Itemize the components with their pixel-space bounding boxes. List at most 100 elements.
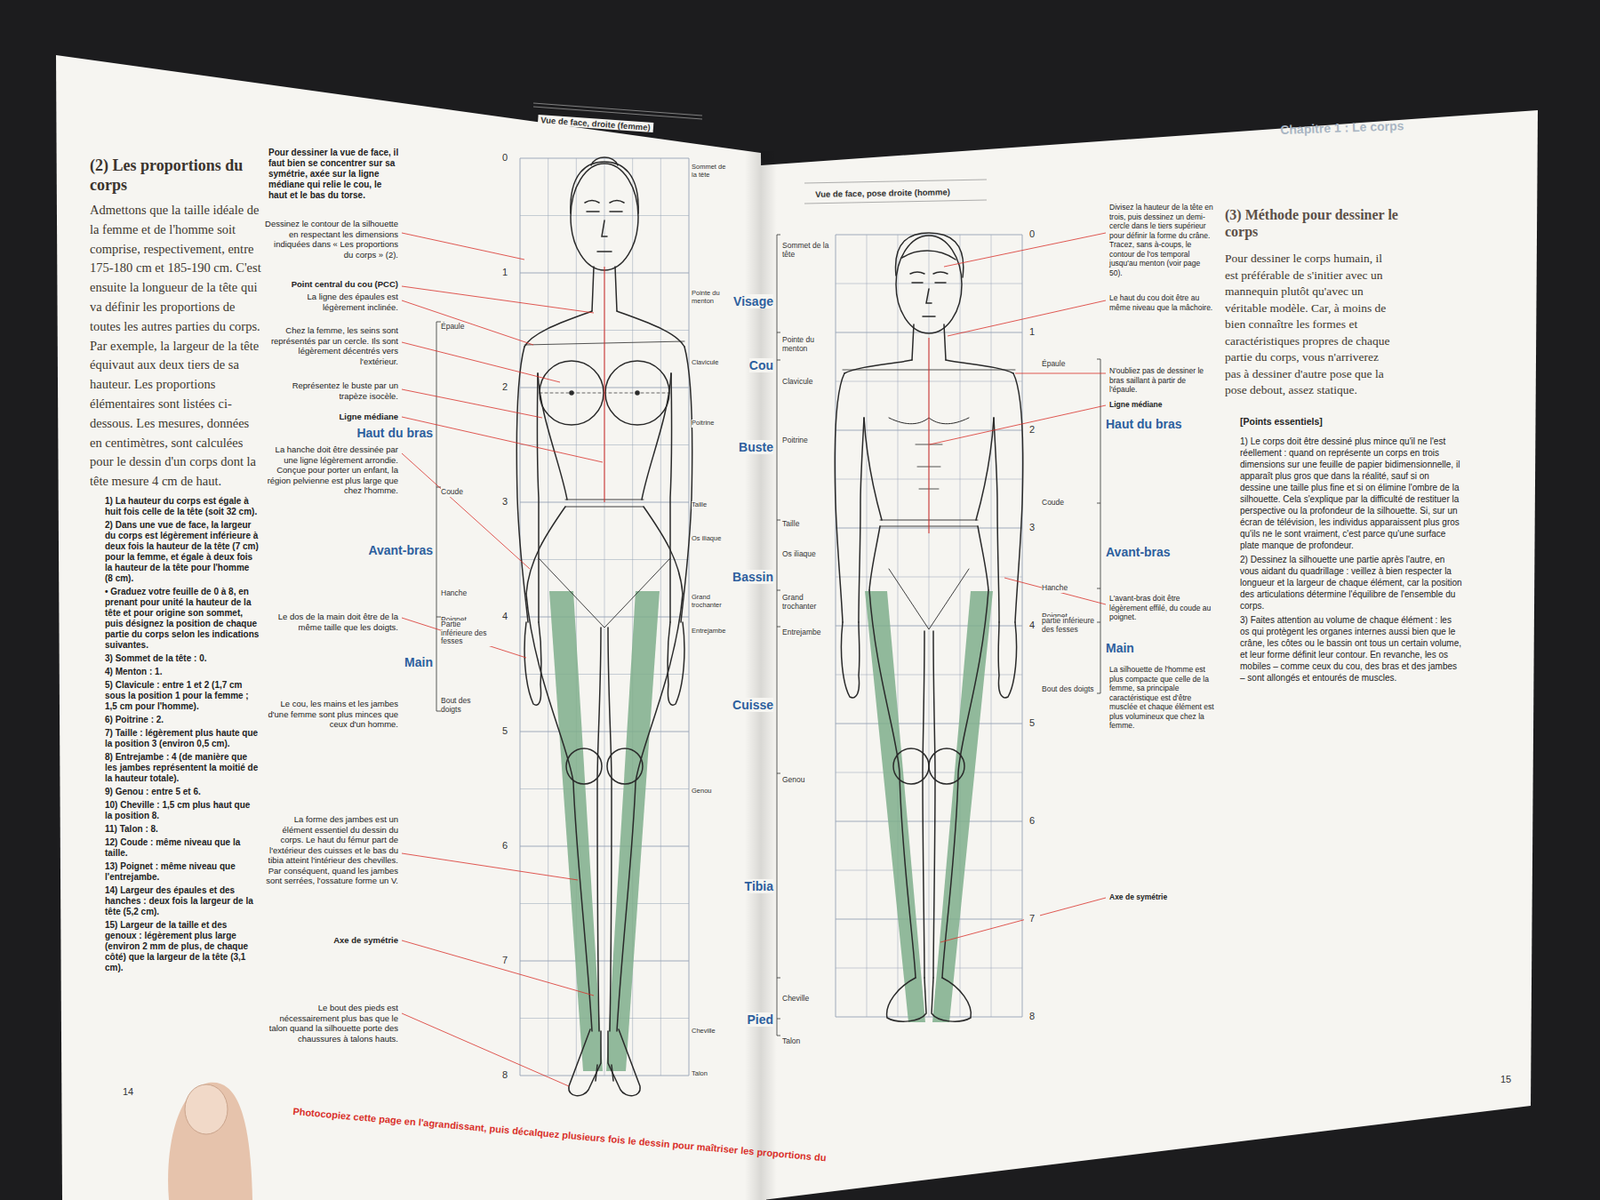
scale-number: 4: [496, 610, 514, 622]
landmark-label: Pointe du menton: [691, 289, 728, 305]
text-group: (3) Méthode pour dessiner le corps: [1224, 206, 1403, 240]
proportion-list: 2) Dans une vue de face, la largeur du c…: [104, 520, 260, 584]
text-group: Épaule: [440, 316, 493, 333]
proportion-list: 8) Entrejambe : 4 (de manière que les ja…: [104, 752, 260, 784]
text-group: Grand trochanter: [782, 593, 832, 613]
proportion-list: 1) La hauteur du corps est égale à huit …: [104, 496, 260, 518]
text-group: Taille: [691, 494, 728, 511]
male-grid: [835, 234, 1023, 1017]
text-group: Entrejambe: [782, 622, 832, 639]
landmark-label: Entrejambe: [691, 627, 726, 636]
grid-line: [1022, 234, 1024, 1017]
body-text: Pour dessiner le corps humain, il est pr…: [1224, 250, 1396, 400]
text-group: Visage: [716, 293, 774, 310]
text-group: 4: [1024, 619, 1040, 631]
note-text: Le cou, les mains et les jambes d'une fe…: [264, 698, 399, 730]
scale-number: 7: [1024, 912, 1040, 924]
text-group: 8: [1024, 1010, 1040, 1022]
text-group: 3: [496, 496, 514, 507]
proportion-list: 11) Talon : 8.: [104, 824, 260, 835]
scale-number: 2: [496, 381, 514, 392]
points-list: 2) Dessinez la silhouette une partie apr…: [1240, 553, 1463, 612]
text-group: 1) Le corps doit être dessiné plus mince…: [1240, 435, 1463, 687]
text-group: Genou: [782, 769, 832, 786]
landmark-label: Sommet de la tête: [691, 163, 728, 179]
text-group: 1: [1024, 326, 1040, 337]
text-group: Poitrine: [691, 412, 728, 429]
text-group: 2: [496, 381, 514, 392]
text-group: Clavicule: [691, 352, 728, 368]
scale-number: 4: [1024, 619, 1040, 631]
text-group: 4: [496, 610, 514, 622]
note-text: Le haut du cou doit être au même niveau …: [1109, 293, 1215, 312]
text-group: partie inférieure des fesses: [1041, 616, 1097, 636]
text-group: Coude: [1041, 492, 1097, 509]
text-group: Os iliaque: [782, 544, 832, 560]
text-group: Taille: [782, 513, 832, 530]
note-text: Le dos de la main doit être de la même t…: [264, 611, 399, 632]
text-group: 15: [1500, 1073, 1528, 1085]
section-label: Main: [404, 655, 433, 670]
part-label: Épaule: [440, 322, 464, 332]
scale-number: 8: [1024, 1010, 1040, 1022]
section-label: Haut du bras: [356, 425, 433, 440]
text-group: Tibia: [716, 878, 774, 895]
text-group: Pied: [716, 1011, 774, 1028]
gutter-shadow: [744, 151, 777, 1200]
section-label: Avant-bras: [1105, 544, 1171, 560]
landmark-label: Sommet de la tête: [782, 241, 832, 259]
body-text: Admettons que la taille idéale de la fem…: [89, 200, 264, 492]
text-group: 0: [1024, 228, 1040, 240]
note-text: La forme des jambes est un élément essen…: [264, 814, 399, 887]
landmark-label: Grand trochanter: [782, 593, 832, 611]
part-label: Coude: [1041, 498, 1064, 508]
section-heading: (2) Les proportions du corps: [89, 156, 259, 195]
text-group: [Points essentiels]: [1240, 416, 1463, 427]
proportion-list: 5) Clavicule : entre 1 et 2 (1,7 cm sous…: [104, 680, 260, 712]
scale-number: 0: [496, 152, 514, 163]
points-list: 1) Le corps doit être dessiné plus mince…: [1240, 435, 1463, 552]
landmark-label: Taille: [691, 501, 707, 510]
text-group: Sommet de la tête: [691, 163, 728, 181]
text-group: Le haut du cou doit être au même niveau …: [1109, 293, 1215, 312]
landmark-label: Clavicule: [691, 359, 719, 368]
left-page: [56, 55, 767, 1200]
text-group: Ligne médiane: [1109, 400, 1215, 410]
text-group: Pour dessiner la vue de face, il faut bi…: [268, 147, 402, 201]
section-label: Haut du bras: [1105, 416, 1183, 432]
text-group: 1: [496, 266, 514, 278]
text-group: Haut du bras: [335, 424, 433, 441]
text-group: Pointe du menton: [782, 336, 832, 355]
note-title: Ligne médiane: [1109, 400, 1215, 410]
note-text: La ligne des épaules est légèrement incl…: [264, 291, 399, 312]
female-grid: [520, 158, 689, 1076]
text-group: Représentez le buste par un trapèze isoc…: [264, 380, 399, 401]
grid-line: [835, 234, 837, 1017]
text-group: 5: [496, 725, 514, 736]
proportion-list: 9) Genou : entre 5 et 6.: [104, 786, 260, 798]
text-group: 7: [496, 954, 514, 966]
leg-axis-bands: [549, 591, 993, 1072]
text-group: Os iliaque: [691, 528, 728, 544]
scale-number: 6: [1024, 815, 1040, 826]
text-group: Bout des doigts: [1041, 679, 1097, 696]
leader-lines: [401, 232, 1106, 1087]
note-text: Dessinez le contour de la silhouette en …: [264, 218, 399, 260]
text-group: Épaule: [1041, 353, 1097, 370]
text-group: Divisez la hauteur de la tête en trois, …: [1109, 202, 1215, 278]
landmark-label: Poitrine: [691, 419, 714, 428]
footer-note: Photocopiez cette page en l'agrandissant…: [292, 1105, 967, 1176]
grid-line: [866, 234, 868, 1017]
text-group: Sommet de la tête: [782, 241, 832, 261]
grid-line: [928, 234, 930, 1017]
proportion-list: 12) Coude : même niveau que la taille.: [104, 837, 260, 859]
proportion-list: 6) Poitrine : 2.: [104, 714, 260, 726]
scale-number: 0: [1024, 228, 1040, 240]
text-group: 2: [1024, 424, 1040, 435]
section-heading: (3) Méthode pour dessiner le corps: [1224, 206, 1403, 240]
scale-number: 6: [496, 840, 514, 851]
text-group: Talon: [691, 1063, 728, 1080]
text-group: Bassin: [716, 568, 774, 585]
landmark-label: Cheville: [691, 1027, 716, 1036]
